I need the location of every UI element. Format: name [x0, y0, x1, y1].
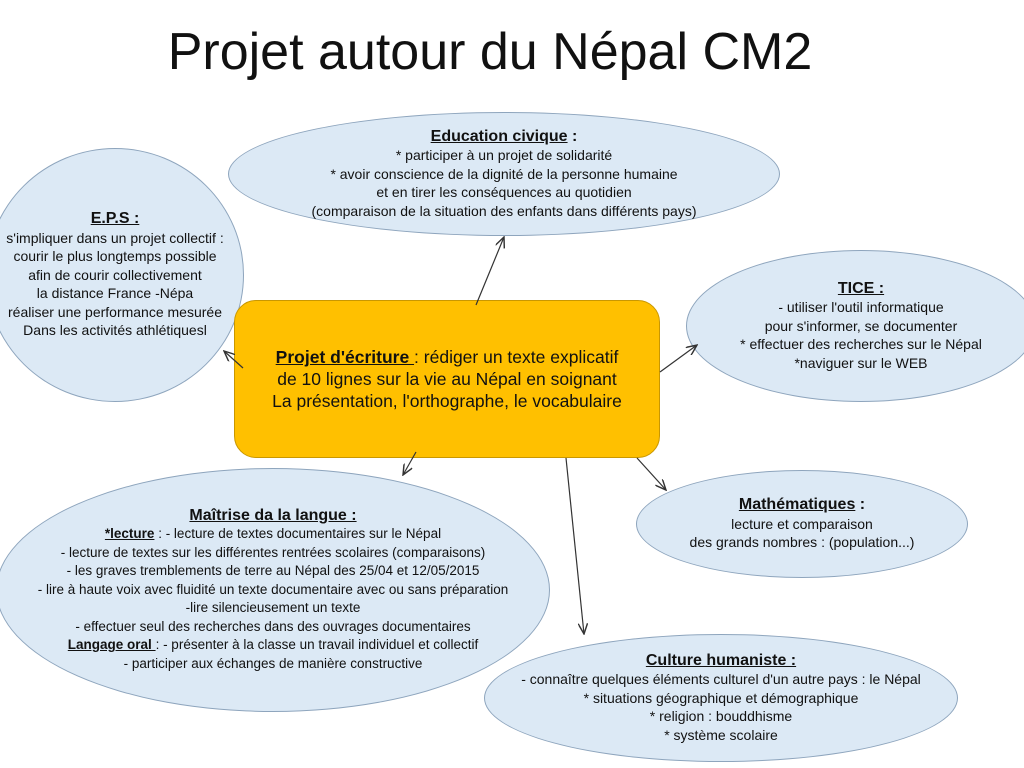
- langue-line: - les graves tremblements de terre au Né…: [66, 563, 480, 579]
- projet-ecriture-box: Projet d'écriture : rédiger un texte exp…: [234, 300, 660, 458]
- culture-line: - connaître quelques éléments culturel d…: [521, 671, 921, 688]
- langue-line: -lire silencieusement un texte: [185, 600, 361, 616]
- langue-line: *lecture : - lecture de textes documenta…: [104, 526, 442, 542]
- eps-line: la distance France -Népa: [36, 285, 194, 302]
- eps-heading: E.P.S :: [90, 210, 140, 228]
- tice-line: pour s'informer, se documenter: [764, 317, 958, 334]
- tice-line: *naviguer sur le WEB: [794, 354, 928, 371]
- page-title: Projet autour du Népal CM2: [167, 23, 813, 81]
- education-civique-bubble: Education civique : * participer à un pr…: [228, 112, 780, 236]
- education-heading: Education civique :: [430, 127, 578, 145]
- arrow-eps: [224, 351, 244, 369]
- langue-line: - effectuer seul des recherches dans des…: [75, 618, 471, 634]
- eps-line: s'impliquer dans un projet collectif :: [6, 229, 224, 246]
- eps-line: réaliser une performance mesurée: [8, 303, 222, 320]
- culture-line: * système scolaire: [664, 726, 778, 743]
- arrow-maths: [636, 457, 666, 490]
- arrow-langue: [403, 451, 417, 475]
- maths-line: des grands nombres : (population...): [689, 534, 915, 551]
- maths-heading: Mathématiques :: [738, 496, 866, 514]
- education-line: (comparaison de la situation des enfants…: [311, 202, 697, 219]
- education-line: et en tirer les conséquences au quotidie…: [376, 184, 632, 201]
- tice-heading: TICE :: [837, 279, 885, 297]
- arrow-education: [475, 237, 504, 306]
- center-line: Projet d'écriture : rédiger un texte exp…: [275, 347, 619, 367]
- eps-line: courir le plus longtemps possible: [13, 248, 217, 265]
- culture-line: * religion : bouddhisme: [649, 708, 793, 725]
- langue-line: - lecture de textes sur les différentes …: [60, 544, 486, 560]
- tice-line: - utiliser l'outil informatique: [778, 299, 944, 316]
- tice-line: * effectuer des recherches sur le Népal: [740, 336, 982, 353]
- culture-humaniste-bubble: Culture humaniste : - connaître quelques…: [484, 634, 958, 762]
- langue-line: Langage oral : - présenter à la classe u…: [67, 637, 479, 653]
- center-line: de 10 lignes sur la vie au Népal en soig…: [277, 369, 617, 389]
- tice-bubble: TICE : - utiliser l'outil informatique p…: [686, 250, 1024, 402]
- mathematiques-bubble: Mathématiques : lecture et comparaison d…: [636, 470, 968, 578]
- eps-line: Dans les activités athlétiquesl: [23, 322, 207, 339]
- eps-bubble: E.P.S : s'impliquer dans un projet colle…: [0, 148, 244, 402]
- langue-heading: Maîtrise da la langue :: [189, 506, 357, 524]
- maitrise-langue-bubble: Maîtrise da la langue : *lecture : - lec…: [0, 468, 550, 712]
- maths-line: lecture et comparaison: [731, 515, 873, 532]
- education-line: * participer à un projet de solidarité: [395, 147, 613, 164]
- arrow-culture: [565, 457, 584, 634]
- culture-heading: Culture humaniste :: [645, 651, 797, 669]
- center-line: La présentation, l'orthographe, le vocab…: [272, 391, 622, 411]
- arrow-tice: [659, 345, 697, 373]
- langue-line: - participer aux échanges de manière con…: [123, 655, 423, 671]
- eps-line: afin de courir collectivement: [28, 266, 202, 283]
- education-line: * avoir conscience de la dignité de la p…: [330, 165, 678, 182]
- culture-line: * situations géographique et démographiq…: [583, 689, 859, 706]
- langue-line: - lire à haute voix avec fluidité un tex…: [37, 581, 509, 597]
